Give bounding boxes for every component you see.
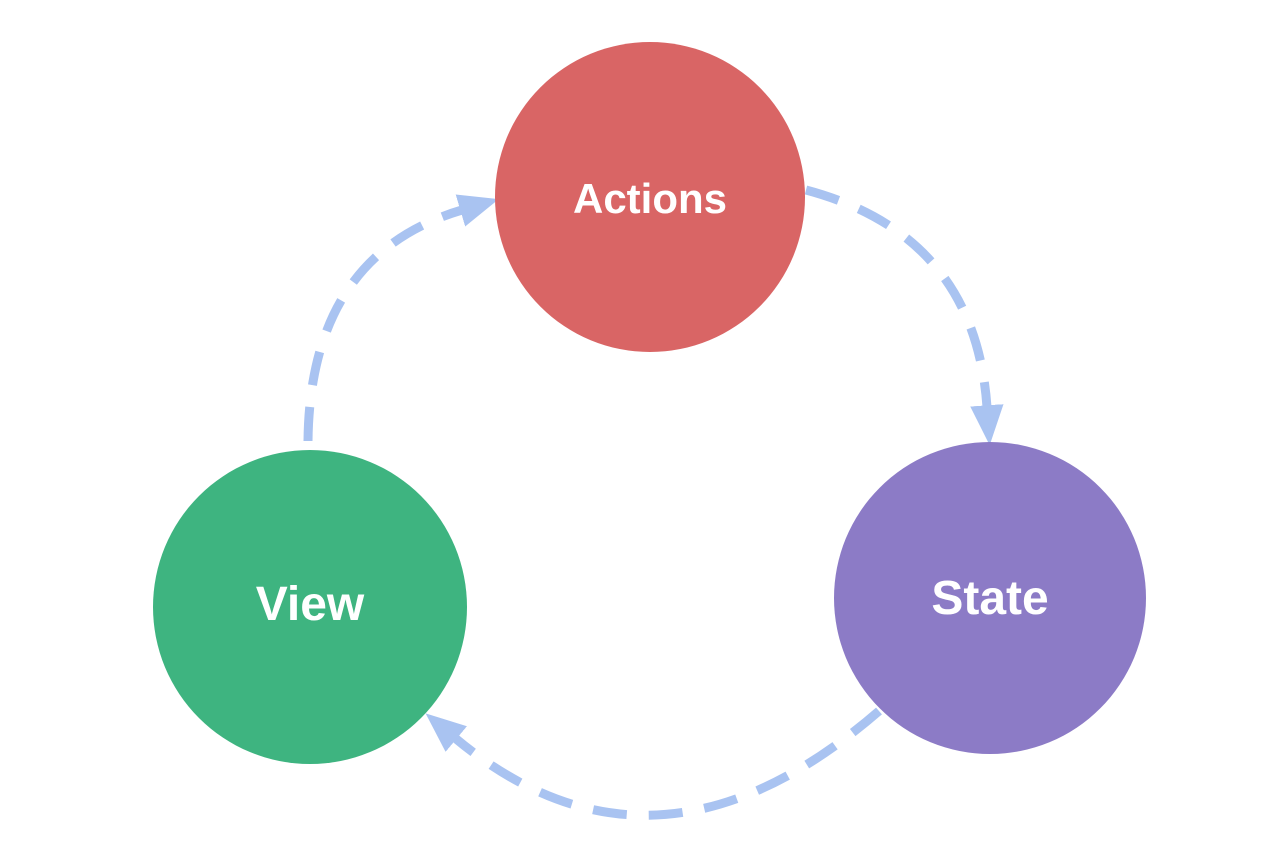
node-actions [495, 42, 805, 352]
edge-actions-to-state [804, 185, 1004, 446]
node-actions-label: Actions [573, 175, 727, 222]
node-view [153, 450, 467, 764]
node-view-label: View [256, 578, 365, 631]
edge-state-to-view [425, 707, 882, 820]
node-state [834, 442, 1146, 754]
node-state-label: State [931, 572, 1048, 625]
edge-view-to-actions [303, 194, 499, 442]
